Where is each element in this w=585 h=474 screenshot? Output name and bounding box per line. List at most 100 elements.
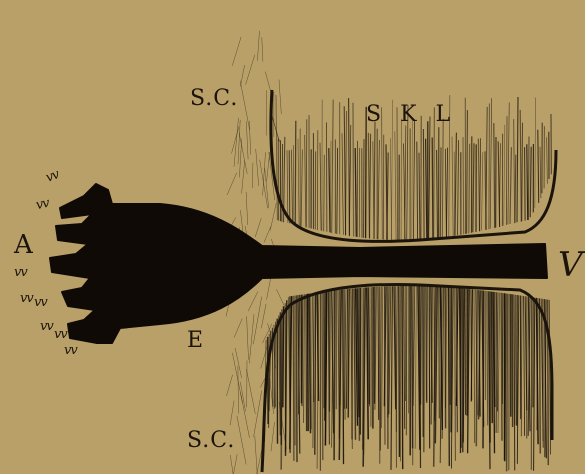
hatch-stroke [517, 295, 518, 426]
hatch-stroke [324, 292, 325, 409]
hatch-stroke [391, 286, 392, 470]
lower-muscle-fibers [265, 286, 551, 471]
hatch-stroke [521, 296, 522, 437]
hatch-stroke [276, 95, 277, 220]
hatch-stroke [507, 294, 508, 472]
hatch-stroke [349, 98, 350, 236]
hatch-stroke [439, 287, 440, 419]
hatch-stroke [320, 143, 321, 231]
v-label: V [558, 248, 583, 282]
hatch-stroke [271, 422, 275, 452]
hatch-stroke [239, 133, 247, 174]
hatch-stroke [442, 119, 443, 238]
hatch-stroke [380, 287, 381, 451]
hatch-stroke [415, 286, 416, 449]
hatch-stroke [469, 144, 470, 233]
hatch-stroke [413, 286, 414, 465]
v-mark: vv [64, 344, 77, 357]
hatch-stroke [364, 139, 365, 238]
hatch-stroke [525, 147, 526, 220]
hatch-stroke [257, 31, 259, 61]
hatch-stroke [330, 141, 331, 233]
hatch-stroke [291, 150, 292, 224]
hatch-stroke [540, 298, 541, 453]
hatch-stroke [535, 98, 536, 208]
hatch-stroke [368, 287, 369, 404]
hatch-stroke [237, 416, 246, 465]
sc-label-bottom: S.C. [187, 430, 235, 452]
hatch-stroke [293, 296, 294, 461]
hatch-stroke [421, 286, 422, 405]
hatch-stroke [413, 120, 414, 240]
v-mark: vv [40, 320, 53, 333]
hatch-stroke [309, 294, 310, 434]
hatch-stroke [540, 147, 541, 198]
hatch-stroke [473, 143, 474, 232]
hatch-stroke [514, 295, 515, 471]
hatch-stroke [262, 37, 263, 61]
hatch-stroke [486, 107, 487, 230]
hatch-stroke [374, 122, 375, 239]
hatch-stroke [489, 104, 490, 230]
hatch-stroke [232, 126, 240, 153]
hatch-stroke [382, 287, 383, 429]
hatch-stroke [311, 293, 312, 429]
hatch-stroke [378, 287, 379, 420]
hatch-stroke [235, 348, 241, 378]
hatch-stroke [387, 153, 388, 240]
hatch-stroke [429, 286, 430, 448]
hatch-stroke [508, 103, 509, 225]
hatch-stroke [429, 117, 430, 239]
hatch-stroke [515, 295, 516, 425]
hatch-stroke [483, 291, 484, 449]
hatch-stroke [254, 391, 262, 437]
hatch-stroke [246, 192, 248, 225]
hatch-stroke [298, 139, 299, 226]
hatch-stroke [230, 401, 234, 426]
hatch-stroke [308, 294, 309, 431]
hatch-stroke [242, 160, 245, 193]
hatch-stroke [337, 148, 338, 234]
hatch-stroke [246, 55, 255, 85]
hatch-stroke [405, 126, 406, 241]
v-mark: vv [34, 296, 47, 309]
v-mark: vv [14, 266, 27, 279]
a-label: A [14, 232, 33, 258]
hatch-stroke [527, 144, 528, 220]
hatch-stroke [461, 288, 462, 453]
hatch-stroke [324, 155, 325, 232]
hatch-stroke [440, 147, 441, 237]
hatch-stroke [378, 140, 379, 239]
hatch-stroke [404, 286, 405, 429]
hatch-stroke [501, 293, 502, 441]
hatch-stroke [367, 287, 368, 439]
hatch-stroke [452, 137, 453, 237]
hatch-stroke [466, 289, 467, 415]
hatch-stroke [249, 121, 250, 155]
hatch-stroke [524, 296, 525, 436]
hatch-stroke [269, 334, 270, 428]
hatch-stroke [530, 147, 531, 217]
hatch-stroke [480, 138, 481, 231]
v-mark: vv [54, 328, 67, 341]
v-mark: vv [35, 197, 50, 212]
hatch-stroke [261, 304, 266, 329]
hatch-stroke [287, 150, 288, 222]
hatch-stroke [437, 150, 438, 238]
hatch-stroke [353, 103, 354, 237]
hatch-stroke [547, 137, 548, 184]
hatch-stroke [528, 137, 529, 221]
hatch-stroke [270, 203, 276, 231]
hatch-stroke [370, 134, 371, 239]
hatch-stroke [347, 289, 348, 409]
hatch-stroke [348, 289, 349, 418]
hatch-stroke [346, 111, 347, 235]
hatch-stroke [276, 289, 284, 305]
hatch-stroke [395, 131, 396, 240]
hatch-stroke [458, 140, 459, 235]
hatch-stroke [246, 121, 248, 159]
hatch-stroke [549, 300, 550, 455]
v-mark: vv [20, 292, 33, 305]
hatch-stroke [281, 309, 282, 469]
